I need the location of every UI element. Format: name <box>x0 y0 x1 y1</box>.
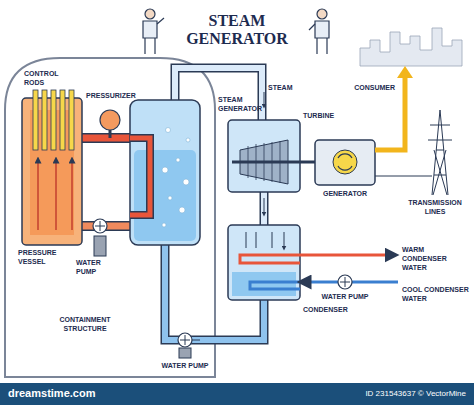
water-pump <box>93 219 107 233</box>
control-rods <box>33 90 74 150</box>
turbine <box>228 120 300 192</box>
flow-arrows <box>38 160 72 230</box>
watermark-text: ID 231543637 © VectorMine <box>250 389 466 399</box>
part-label: WARM CONDENSER WATER <box>402 246 470 272</box>
part-label: GENERATOR <box>315 190 375 199</box>
part-label: STEAM <box>268 84 302 93</box>
part-label: CONTROL RODS <box>24 70 68 88</box>
part-label: CONDENSER <box>303 306 353 315</box>
condenser <box>228 225 300 300</box>
part-label: PRESSURIZER <box>86 92 136 101</box>
part-label: WATER PUMP <box>158 362 212 371</box>
exhaust-pipe <box>261 192 267 225</box>
watermark-text: dreamstime.com <box>8 387 128 401</box>
u-tube <box>130 138 150 215</box>
warm-water-arrow <box>300 254 392 257</box>
steam-generator-tank <box>130 100 200 245</box>
part-label: CONTAINMENT STRUCTURE <box>50 316 120 334</box>
person-icon <box>143 9 164 54</box>
part-label: CONSUMER <box>345 84 395 93</box>
watermark-bar <box>0 383 474 405</box>
generator <box>315 140 375 185</box>
city-skyline <box>360 28 462 66</box>
part-label: WATER PUMP <box>318 293 372 302</box>
water-pump <box>178 333 192 347</box>
part-label: PRESSURE VESSEL <box>18 249 68 267</box>
part-label: STEAM GENERATOR <box>218 96 260 114</box>
part-label: TURBINE <box>303 112 343 121</box>
pump-motor <box>94 236 106 256</box>
person-icon <box>309 9 329 54</box>
part-label: COOL CONDENSER WATER <box>402 286 470 304</box>
hot-leg-pipe <box>82 135 130 142</box>
pressurizer <box>100 110 120 130</box>
cool-water-arrow <box>352 281 398 284</box>
pump-motor <box>179 348 191 358</box>
transmission-tower <box>428 110 452 195</box>
part-label: WATER PUMP <box>76 259 122 277</box>
containment-structure <box>5 58 215 377</box>
bubbles <box>162 128 190 228</box>
diagram-title: STEAM GENERATOR <box>177 12 297 47</box>
part-label: TRANSMISSION LINES <box>400 199 470 217</box>
water-pump <box>338 275 352 289</box>
